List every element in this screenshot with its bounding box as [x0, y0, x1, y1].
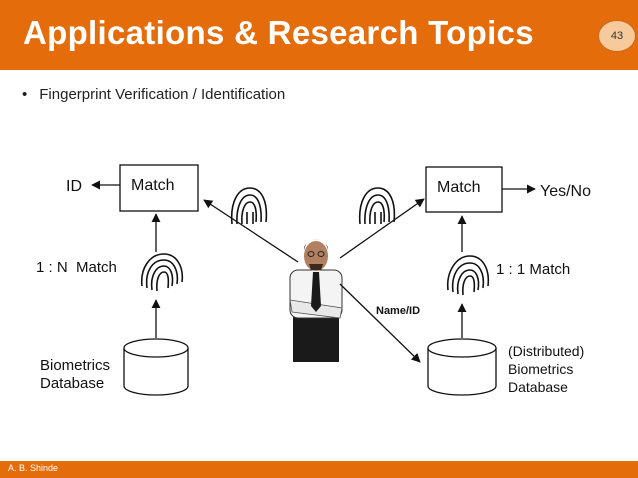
right-output-label: Yes/No	[540, 183, 591, 200]
claim-label: Name/ID	[376, 305, 420, 317]
left-upper-fingerprint-icon	[230, 187, 268, 225]
footer-author: A. B. Shinde	[8, 463, 59, 473]
slide-title: Applications & Research Topics	[23, 14, 534, 51]
person-icon	[289, 239, 343, 362]
person-to-left-arrow	[203, 199, 299, 263]
title-bar	[0, 0, 638, 70]
bullet-dot-icon: •	[22, 86, 28, 103]
left-id-label: ID	[66, 178, 82, 195]
person-to-right-arrow	[339, 198, 425, 259]
left-match-label: Match	[131, 177, 175, 194]
right-upper-fingerprint-icon	[358, 187, 396, 225]
left-fingerprint-icon	[140, 253, 184, 292]
footer-bar	[0, 461, 638, 478]
bullet-text: Fingerprint Verification / Identificatio…	[39, 86, 286, 103]
right-db-line1: (Distributed)	[508, 343, 584, 359]
right-fingerprint-icon	[446, 255, 490, 296]
page-number-badge: 43	[598, 20, 636, 52]
left-match-box	[119, 164, 199, 212]
bullet-item: • Fingerprint Verification / Identificati…	[22, 86, 285, 103]
left-db-line2: Database	[40, 375, 104, 392]
right-match-label: Match	[437, 179, 481, 196]
left-mode-label: 1 : N Match	[36, 259, 117, 276]
person-to-right-db-arrow	[339, 283, 421, 363]
left-db-line1: Biometrics	[40, 357, 110, 374]
right-mode-label: 1 : 1 Match	[496, 261, 570, 278]
right-db-line2: Biometrics	[508, 361, 573, 377]
right-match-box	[425, 166, 503, 213]
right-db-line3: Database	[508, 379, 568, 395]
left-database-icon	[123, 338, 189, 396]
right-database-icon	[427, 338, 497, 396]
